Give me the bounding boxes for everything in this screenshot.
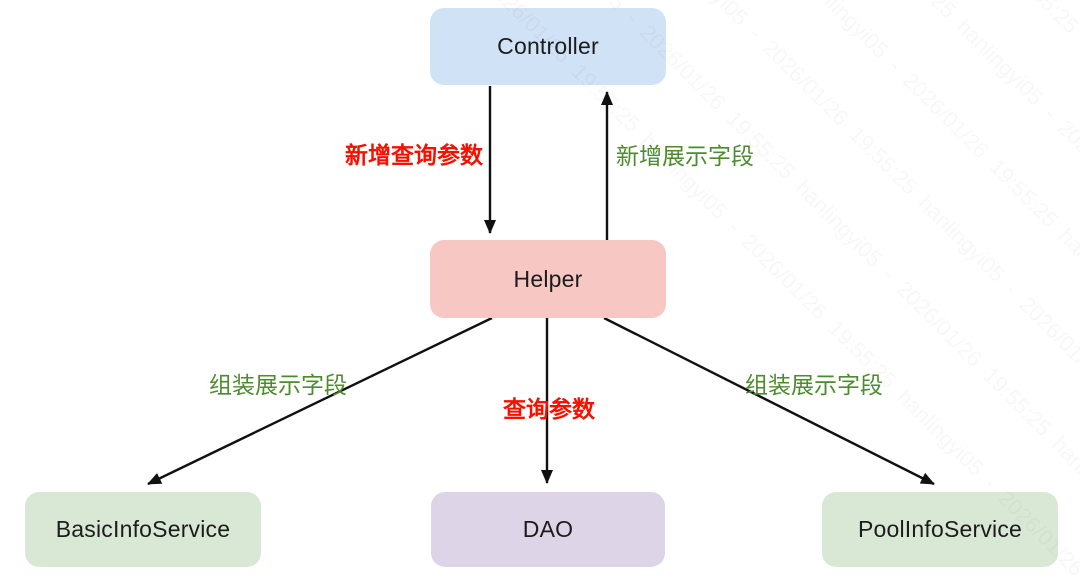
edge-label-assemble-display-fields-left: 组装展示字段 <box>209 372 347 398</box>
node-poolinfoservice: PoolInfoService <box>822 492 1058 567</box>
node-dao-label: DAO <box>522 516 574 542</box>
node-controller-label: Controller <box>497 33 599 59</box>
arrow-helper-to-poolinfoservice <box>603 316 935 486</box>
arrow-helper-to-basicinfoservice <box>147 316 493 486</box>
node-dao: DAO <box>431 492 665 567</box>
edge-label-query-params: 查询参数 <box>503 396 595 422</box>
edge-label-new-query-params: 新增查询参数 <box>345 142 483 168</box>
node-basicinfoservice: BasicInfoService <box>25 492 261 567</box>
node-helper: Helper <box>430 240 666 318</box>
node-helper-label: Helper <box>513 265 583 292</box>
edge-label-new-display-fields: 新增展示字段 <box>616 143 754 169</box>
node-poolinfoservice-label: PoolInfoService <box>857 516 1023 542</box>
node-basicinfoservice-label: BasicInfoService <box>55 516 231 542</box>
edge-label-assemble-display-fields-right: 组装展示字段 <box>745 372 883 398</box>
node-controller: Controller <box>430 8 666 85</box>
